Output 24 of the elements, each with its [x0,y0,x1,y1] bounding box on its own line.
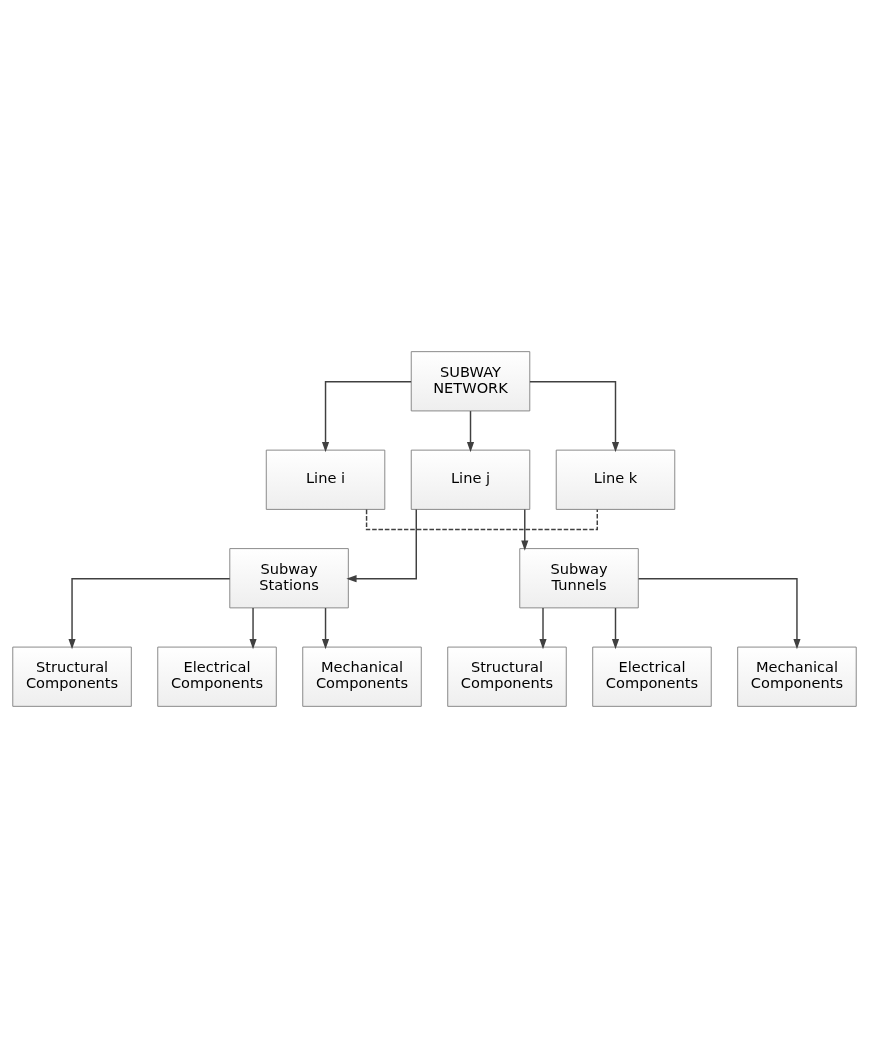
node-box: Mechanical Components [737,646,857,707]
arrow [346,508,417,582]
node-box: Subway Tunnels [519,547,639,608]
arrow [466,409,475,452]
arrow [539,606,547,649]
connector [365,508,598,530]
node-box: Subway Stations [229,547,349,608]
node-box: Line k [555,449,676,510]
node-box: Electrical Components [592,646,712,707]
arrow [68,577,231,649]
arrow [611,606,620,649]
node-box: Structural Components [447,646,567,707]
node-box: Structural Components [12,646,132,707]
arrow [521,508,529,551]
node-box: Line i [265,449,386,510]
arrow [637,577,801,649]
node-box: SUBWAY NETWORK [410,350,531,411]
node-box: Line j [410,449,531,510]
arrow [321,606,330,649]
arrow [249,606,257,649]
node-box: Mechanical Components [302,646,422,707]
node-box: Electrical Components [157,646,277,707]
arrow [321,380,412,452]
arrow [529,380,620,452]
